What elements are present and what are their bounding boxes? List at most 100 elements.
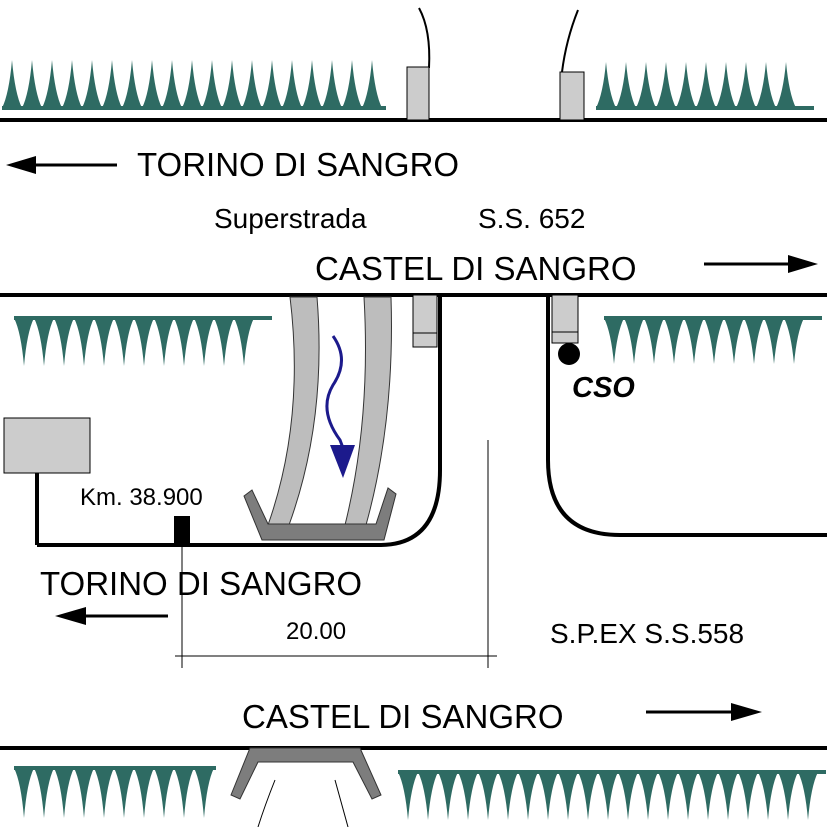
vegetation-spike xyxy=(644,318,664,364)
vegetation-spike xyxy=(54,768,74,818)
vegetation-base xyxy=(14,766,216,770)
pole-wire-left xyxy=(418,7,431,69)
vegetation-spike xyxy=(716,62,736,108)
label-cso: CSO xyxy=(572,372,635,404)
vegetation-spike xyxy=(134,318,154,366)
vegetation-spike xyxy=(616,62,636,108)
vegetation-spike xyxy=(302,60,322,108)
vegetation-spike xyxy=(82,60,102,108)
label-km: Km. 38.900 xyxy=(80,484,203,511)
vegetation-spike xyxy=(94,318,114,366)
vegetation-spike xyxy=(62,60,82,108)
vegetation-spike xyxy=(342,60,362,108)
vegetation-spike xyxy=(638,772,658,820)
vegetation-spike xyxy=(114,318,134,366)
km-marker xyxy=(174,516,190,543)
vegetation-bottom-right xyxy=(398,770,826,820)
vegetation-spike xyxy=(438,772,458,820)
vegetation-spike xyxy=(282,60,302,108)
vegetation-spike xyxy=(678,772,698,820)
vegetation-spike xyxy=(724,318,744,364)
vegetation-spike xyxy=(624,318,644,364)
vegetation-spike xyxy=(122,60,142,108)
vegetation-base xyxy=(14,316,272,320)
arrow-left-top-icon xyxy=(6,156,117,174)
vegetation-spike xyxy=(174,768,194,818)
vegetation-spike xyxy=(162,60,182,108)
label-torino-lower: TORINO DI SANGRO xyxy=(40,565,363,602)
vegetation-spike xyxy=(776,62,796,108)
vegetation-spike xyxy=(538,772,558,820)
vegetation-spike xyxy=(618,772,638,820)
vegetation-spike xyxy=(778,772,798,820)
label-ss652: S.S. 652 xyxy=(478,203,586,234)
arrow-right-bottom-icon xyxy=(646,703,762,721)
vegetation-spike xyxy=(418,772,438,820)
vegetation-spike xyxy=(738,772,758,820)
vegetation-spike xyxy=(636,62,656,108)
pier-right xyxy=(551,294,579,344)
vegetation-spike xyxy=(784,318,804,364)
culvert-wall-left xyxy=(267,296,320,526)
arrow-right-mid-icon xyxy=(704,255,818,273)
vegetation-spike xyxy=(74,318,94,366)
arrow-left-lower-icon xyxy=(55,607,168,625)
vegetation-spike xyxy=(558,772,578,820)
culvert-wall-right xyxy=(344,296,392,526)
post-top-left xyxy=(406,66,430,121)
vegetation-spike xyxy=(604,318,624,364)
vegetation-spike xyxy=(42,60,62,108)
bottom-culvert-line-right xyxy=(334,779,349,828)
vegetation-spike xyxy=(142,60,162,108)
label-distance: 20.00 xyxy=(286,618,347,645)
label-castel-bottom: CASTEL DI SANGRO xyxy=(242,698,564,735)
vegetation-spike xyxy=(242,60,262,108)
culvert-base xyxy=(243,487,397,541)
vegetation-spike xyxy=(756,62,776,108)
vegetation-spike xyxy=(764,318,784,364)
vegetation-spike xyxy=(262,60,282,108)
vegetation-spike xyxy=(34,318,54,366)
vegetation-spike xyxy=(22,60,42,108)
vegetation-spike xyxy=(718,772,738,820)
vegetation-spike xyxy=(744,318,764,364)
vegetation-spike xyxy=(498,772,518,820)
vegetation-spike xyxy=(698,772,718,820)
vegetation-spike xyxy=(194,318,214,366)
vegetation-spike xyxy=(34,768,54,818)
post-top-right xyxy=(559,71,585,121)
vegetation-spike xyxy=(458,772,478,820)
building xyxy=(3,417,91,474)
vegetation-spike xyxy=(182,60,202,108)
vegetation-top-right xyxy=(596,62,814,110)
vegetation-spike xyxy=(14,318,34,366)
vegetation-spike xyxy=(478,772,498,820)
label-castel-mid: CASTEL DI SANGRO xyxy=(315,250,637,287)
vegetation-spike xyxy=(598,772,618,820)
pole-wire-right xyxy=(561,9,579,73)
vegetation-spike xyxy=(114,768,134,818)
vegetation-spike xyxy=(322,60,342,108)
label-spex: S.P.EX S.S.558 xyxy=(550,618,745,649)
vegetation-spike xyxy=(362,60,382,108)
label-superstrada: Superstrada xyxy=(214,203,367,234)
vegetation-spike xyxy=(154,768,174,818)
vegetation-spike xyxy=(102,60,122,108)
vegetation-middle-left xyxy=(14,316,272,366)
vegetation-spike xyxy=(74,768,94,818)
vegetation-base xyxy=(2,106,386,110)
cso-marker xyxy=(558,343,580,365)
flow-arrow-icon xyxy=(325,335,345,449)
vegetation-spike xyxy=(658,772,678,820)
road-edge-right-curve xyxy=(546,295,827,537)
vegetation-spike xyxy=(222,60,242,108)
vegetation-spike xyxy=(518,772,538,820)
vegetation-spike xyxy=(54,318,74,366)
vegetation-base xyxy=(604,316,822,320)
vegetation-base xyxy=(596,106,814,110)
vegetation-spike xyxy=(174,318,194,366)
vegetation-spike xyxy=(736,62,756,108)
vegetation-spike xyxy=(696,62,716,108)
vegetation-spike xyxy=(154,318,174,366)
